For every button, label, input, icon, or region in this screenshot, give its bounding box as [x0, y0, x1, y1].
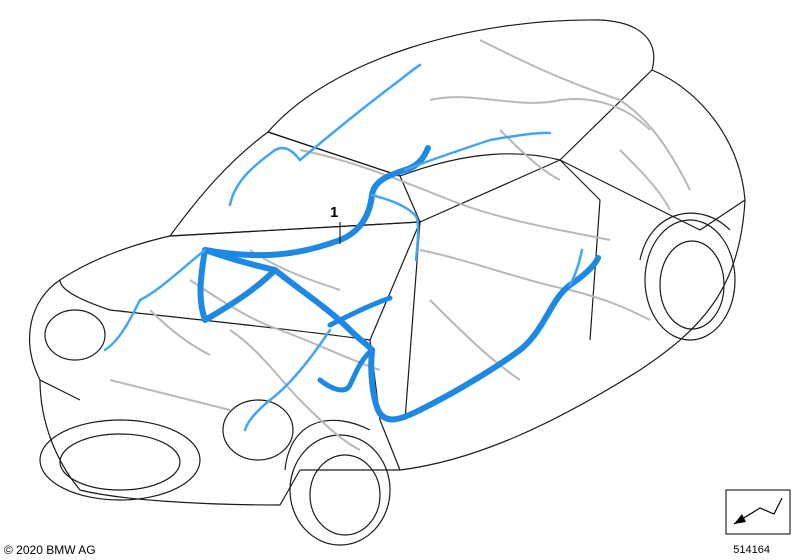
- callout-label: 1: [330, 204, 339, 221]
- orientation-arrow-icon: [725, 489, 791, 535]
- copyright-text: © 2020 BMW AG: [4, 543, 96, 557]
- figure-number: 514164: [733, 544, 770, 556]
- background-harness: [109, 39, 691, 451]
- wiring-harness-icon: [103, 63, 601, 432]
- car-outline-icon: [29, 19, 746, 546]
